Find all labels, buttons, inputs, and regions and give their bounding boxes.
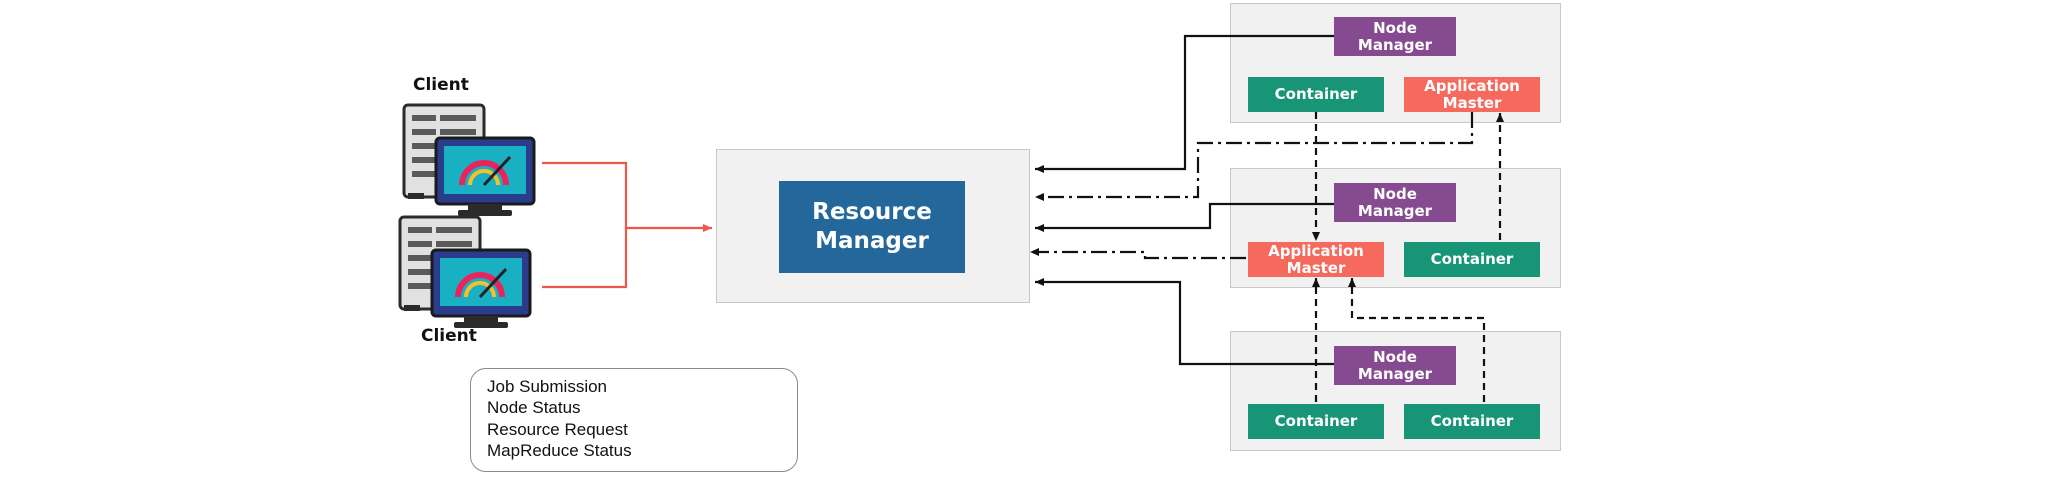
container-node3-left[interactable]: Container [1248,404,1384,439]
legend-label-job-submission: Job Submission [487,377,608,396]
container-node2[interactable]: Container [1404,242,1540,277]
client-label-top: Client [413,75,469,95]
resource-request-line-2 [1030,248,1246,260]
server-computer-icon [402,103,536,216]
application-master-node2[interactable]: Application Master [1248,242,1384,277]
node-status-line-1 [1035,34,1334,173]
node-status-line-2 [1035,202,1334,232]
container-node3-right[interactable]: Container [1404,404,1540,439]
mapreduce-status-line-4 [1348,278,1486,402]
client-label-bottom: Client [421,326,477,346]
application-master-node1[interactable]: Application Master [1404,77,1540,112]
node-manager-1[interactable]: Node Manager [1334,17,1456,56]
job-submission-line-top [542,161,628,228]
legend-label-resource-request: Resource Request [487,420,628,439]
job-submission-line-bottom [542,228,628,289]
node-status-line-3 [1035,278,1334,366]
resource-manager-box[interactable]: Resource Manager [779,181,965,273]
node-manager-3[interactable]: Node Manager [1334,346,1456,385]
legend-label-mapreduce-status: MapReduce Status [487,441,632,460]
legend-label-node-status: Node Status [487,398,581,417]
resource-request-line-1 [1035,112,1474,201]
container-node1[interactable]: Container [1248,77,1384,112]
legend: Job Submission Node Status Resource Requ… [470,368,798,472]
node-manager-2[interactable]: Node Manager [1334,183,1456,222]
server-computer-icon [398,215,532,328]
